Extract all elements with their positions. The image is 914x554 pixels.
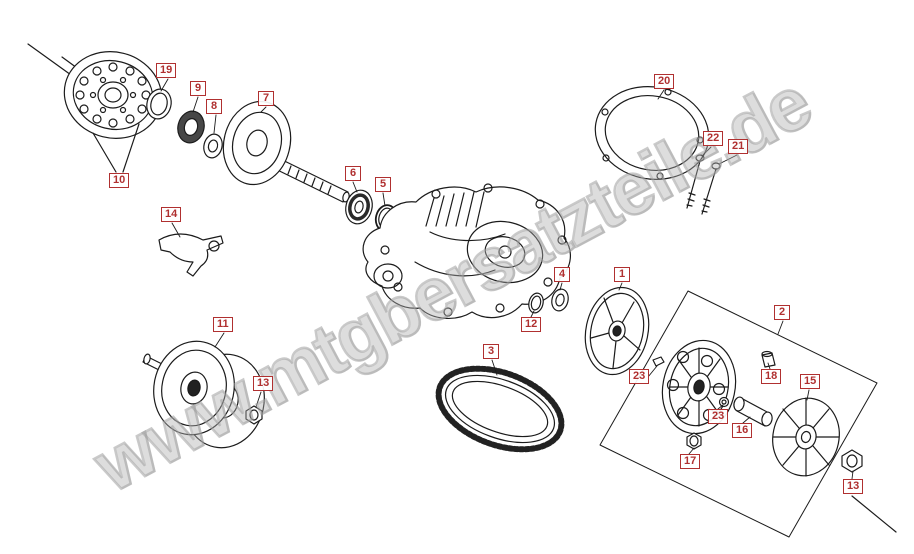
ring-part-12 [528,292,544,314]
bearing-part-6 [345,189,373,225]
part-callout-20-8: 20 [654,74,675,89]
crankcase-part [362,183,571,319]
bolt-part-21 [701,162,721,215]
nut-part-13b [841,449,863,473]
oring-part-19 [146,88,172,120]
part-callout-8-2: 8 [206,99,222,114]
ring-part-23b [718,396,730,408]
part-callout-9-1: 9 [190,81,206,96]
part-callout-21-10: 21 [728,139,749,154]
part-callout-19-0: 19 [156,63,177,78]
bolt-part-22 [686,154,705,209]
part-callout-15-20: 15 [800,374,821,389]
part-callout-2-15: 2 [774,305,790,320]
part-callout-6-5: 6 [345,166,361,181]
washer-part-8 [203,133,223,159]
part-callout-17-23: 17 [680,454,701,469]
part-callout-5-6: 5 [375,177,391,192]
sleeve-part-16 [733,396,773,427]
key-part-23a [652,356,665,367]
leader-lines [160,78,854,480]
part-callout-13-17: 13 [253,376,274,391]
fork-part-14 [158,233,224,277]
assembly-box-part-2 [599,290,878,538]
part-callout-22-9: 22 [703,131,724,146]
fan-wheel-part-15 [772,397,840,477]
part-callout-7-3: 7 [258,91,274,106]
driven-pulley-part-11 [142,340,265,449]
part-callout-18-19: 18 [761,369,782,384]
washer-part-4 [551,288,569,312]
part-callout-23-21: 23 [708,409,729,424]
part-callout-13-24: 13 [843,479,864,494]
seal-part-9 [177,110,205,144]
part-callout-16-22: 16 [732,423,753,438]
nut-part-17 [686,432,702,450]
drive-face-part-1 [584,286,650,376]
part-callout-10-4: 10 [109,173,130,188]
part-callout-1-12: 1 [614,267,630,282]
part-callout-14-7: 14 [161,207,182,222]
part-callout-11-14: 11 [213,317,233,332]
centerline-tick-bottomright [851,495,897,533]
part-callout-23-18: 23 [629,369,650,384]
nut-part-13a [245,405,263,425]
slider-part-18 [761,350,776,368]
part-callout-12-13: 12 [521,317,542,332]
ring-gear-part-3 [435,365,565,453]
part-callout-3-16: 3 [483,344,499,359]
part-callout-4-11: 4 [554,267,570,282]
